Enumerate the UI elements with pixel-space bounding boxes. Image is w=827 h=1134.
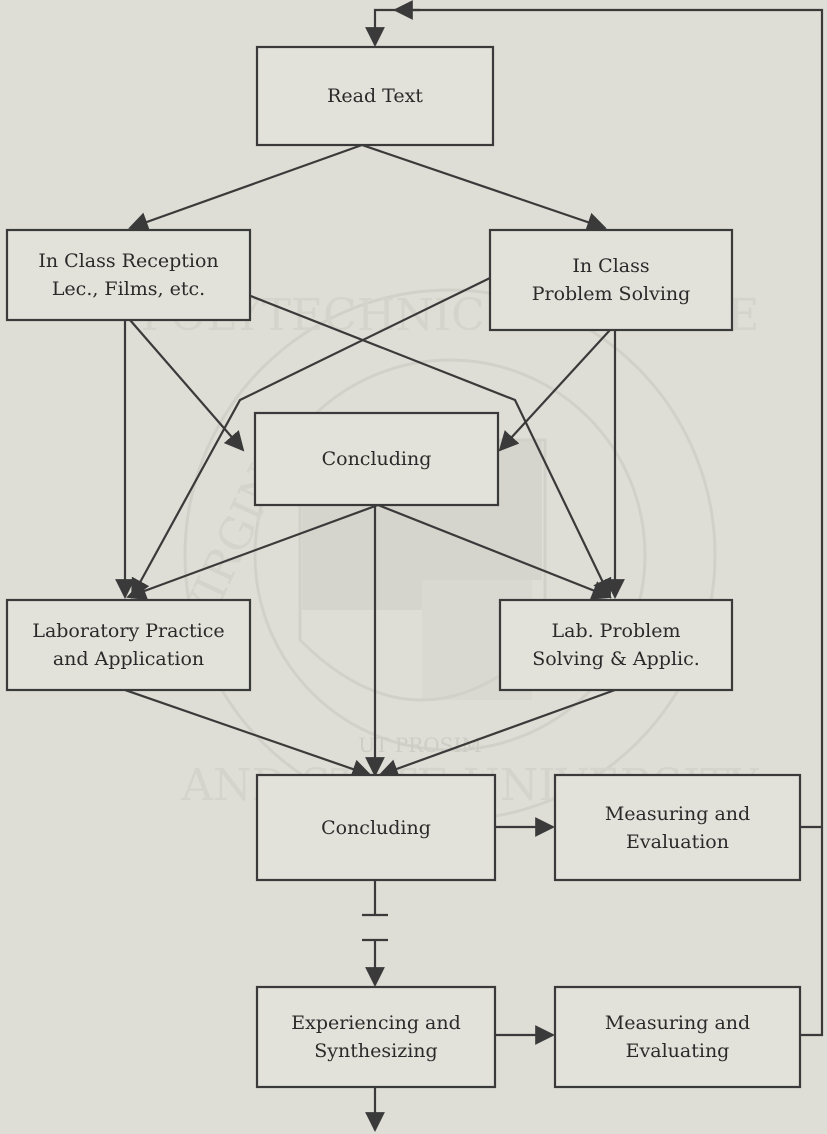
node-measuring-1-box bbox=[553, 773, 802, 882]
edge-problem-to-concluding1 bbox=[498, 329, 611, 452]
node-lab-practice-label: Laboratory Practice and Application bbox=[32, 620, 225, 670]
edge-concluding1-to-lab-practice bbox=[126, 503, 379, 601]
node-experiencing-box bbox=[255, 985, 497, 1089]
node-lab-problem-label: Lab. Problem Solving & Applic. bbox=[532, 620, 700, 670]
node-class-reception-box bbox=[5, 228, 252, 322]
node-class-reception-label: In Class Reception Lec., Films, etc. bbox=[38, 250, 219, 300]
edge-lab-problem-to-concluding2 bbox=[378, 688, 616, 779]
node-lab-problem-box bbox=[498, 598, 734, 692]
node-concluding-1-box bbox=[253, 411, 500, 507]
edge-reception-to-lab-problem bbox=[199, 274, 612, 599]
node-experiencing-label: Experiencing and Synthesizing bbox=[291, 1012, 461, 1062]
edge-problem-to-lab-practice bbox=[131, 277, 491, 599]
node-concluding-2-box bbox=[255, 773, 497, 882]
node-class-problem-box bbox=[488, 228, 734, 332]
edge-read-to-reception bbox=[128, 143, 363, 232]
node-concluding-1-label: Concluding bbox=[321, 448, 432, 470]
node-concluding-2-label: Concluding bbox=[321, 816, 431, 839]
node-measuring-2-label: Measuring and Evaluating bbox=[604, 1012, 751, 1062]
node-class-problem-label: In Class Problem Solving bbox=[531, 255, 691, 305]
edge-reception-to-concluding1 bbox=[129, 319, 245, 452]
edge-read-to-problem bbox=[361, 143, 607, 232]
node-measuring-2-box bbox=[553, 985, 802, 1089]
node-lab-practice-box bbox=[5, 598, 252, 692]
node-read-text-label: Read Text bbox=[327, 85, 423, 107]
feedback-loop-line bbox=[365, 8, 824, 1037]
edge-concluding1-to-lab-problem bbox=[377, 503, 612, 600]
node-read-text-box bbox=[255, 45, 495, 147]
edge-lab-practice-to-concluding2 bbox=[124, 688, 372, 779]
node-measuring-1-label: Measuring and Evaluation bbox=[604, 802, 751, 853]
